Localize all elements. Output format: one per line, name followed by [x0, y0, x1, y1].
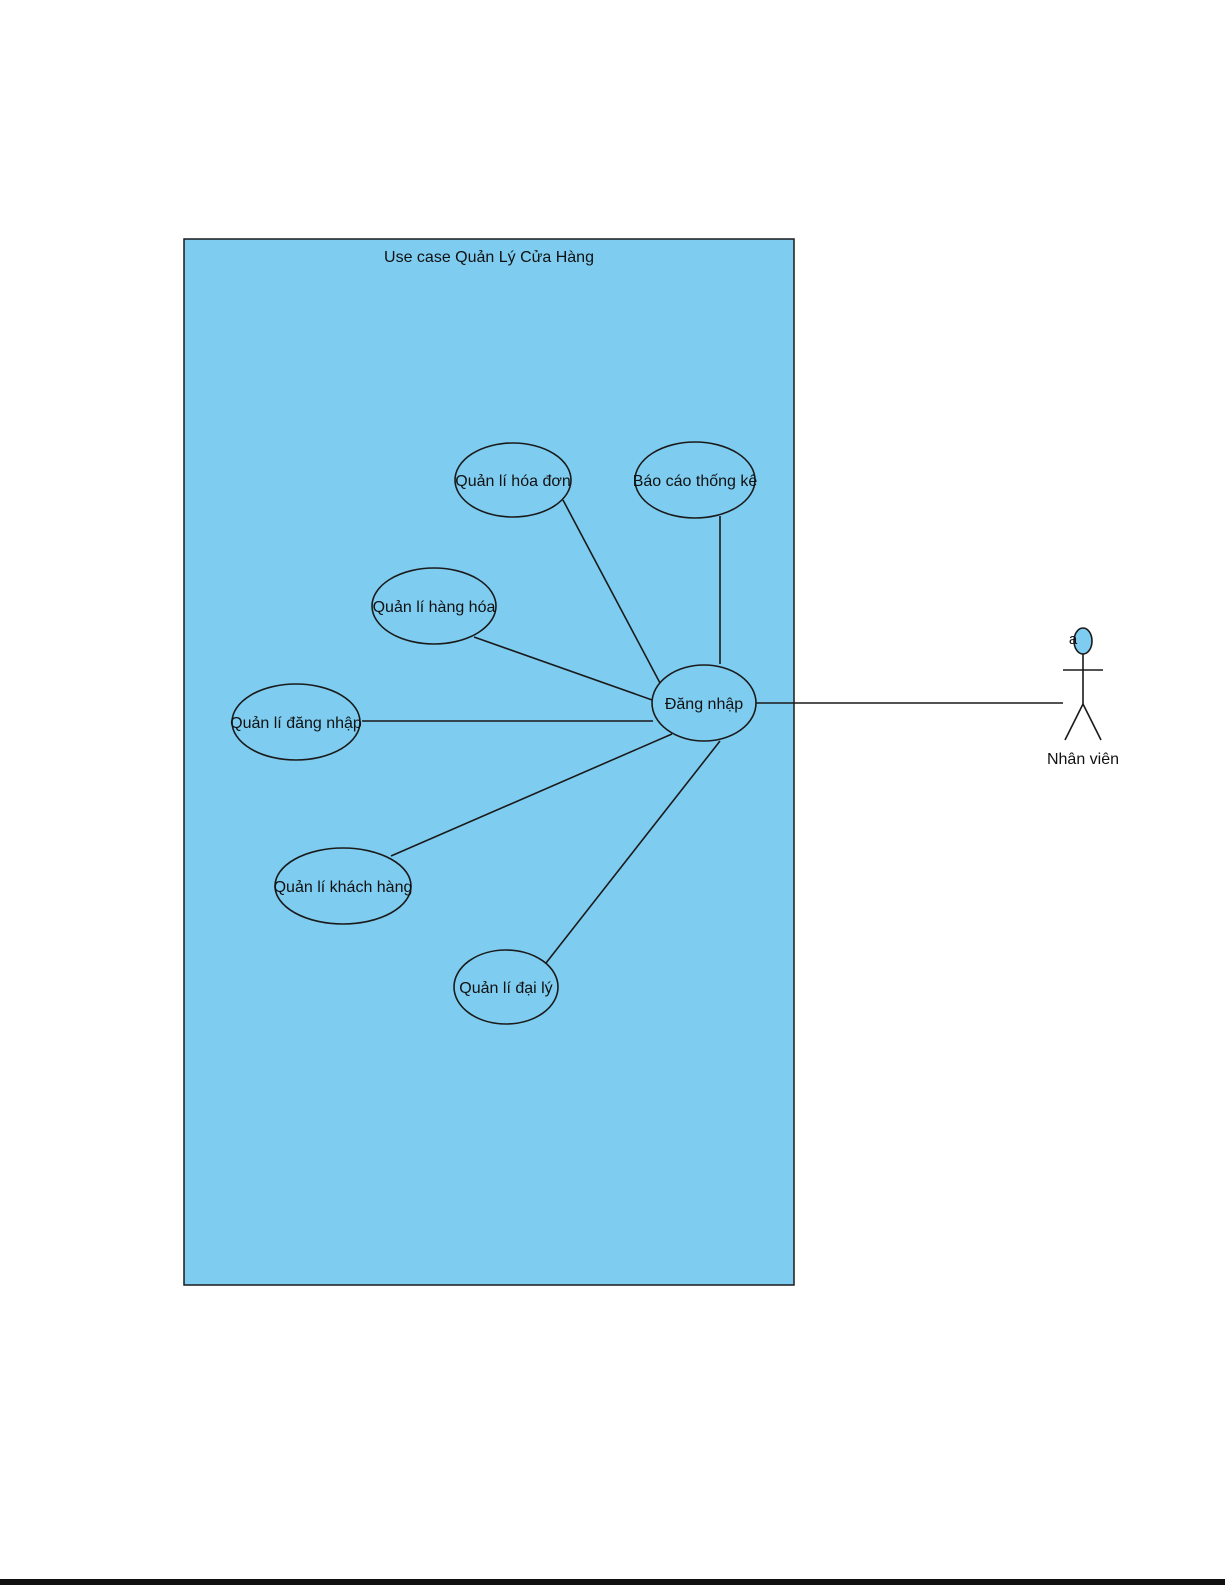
- use-case-khach-hang[interactable]: Quản lí khách hàng: [274, 848, 413, 924]
- system-boundary: Use case Quản Lý Cửa Hàng: [184, 239, 794, 1285]
- system-title: Use case Quản Lý Cửa Hàng: [384, 249, 594, 266]
- use-case-label: Quản lí khách hàng: [274, 879, 413, 896]
- use-case-label: Đăng nhập: [665, 696, 743, 713]
- use-case-label: Báo cáo thống kê: [633, 473, 758, 490]
- page-bottom-border: [0, 1579, 1225, 1585]
- use-case-bao-cao[interactable]: Báo cáo thống kê: [633, 442, 758, 518]
- actor-left-leg: [1065, 704, 1083, 740]
- use-case-dang-nhap[interactable]: Đăng nhập: [652, 665, 756, 741]
- use-case-label: Quản lí hóa đơn: [455, 473, 570, 490]
- use-case-hoa-don[interactable]: Quản lí hóa đơn: [455, 443, 571, 517]
- use-case-label: Quản lí hàng hóa: [373, 599, 496, 616]
- use-case-quan-li-dang-nhap[interactable]: Quản lí đăng nhập: [230, 684, 362, 760]
- actor-label: Nhân viên: [1047, 751, 1119, 768]
- use-case-label: Quản lí đại lý: [459, 980, 552, 997]
- use-case-hang-hoa[interactable]: Quản lí hàng hóa: [372, 568, 496, 644]
- use-case-label: Quản lí đăng nhập: [230, 715, 362, 732]
- system-boundary-box: [184, 239, 794, 1285]
- use-case-dai-ly[interactable]: Quản lí đại lý: [454, 950, 558, 1024]
- actor-right-leg: [1083, 704, 1101, 740]
- actor-stereotype-mark: a: [1069, 631, 1078, 648]
- actor-nhan-vien[interactable]: a Nhân viên: [1047, 628, 1119, 768]
